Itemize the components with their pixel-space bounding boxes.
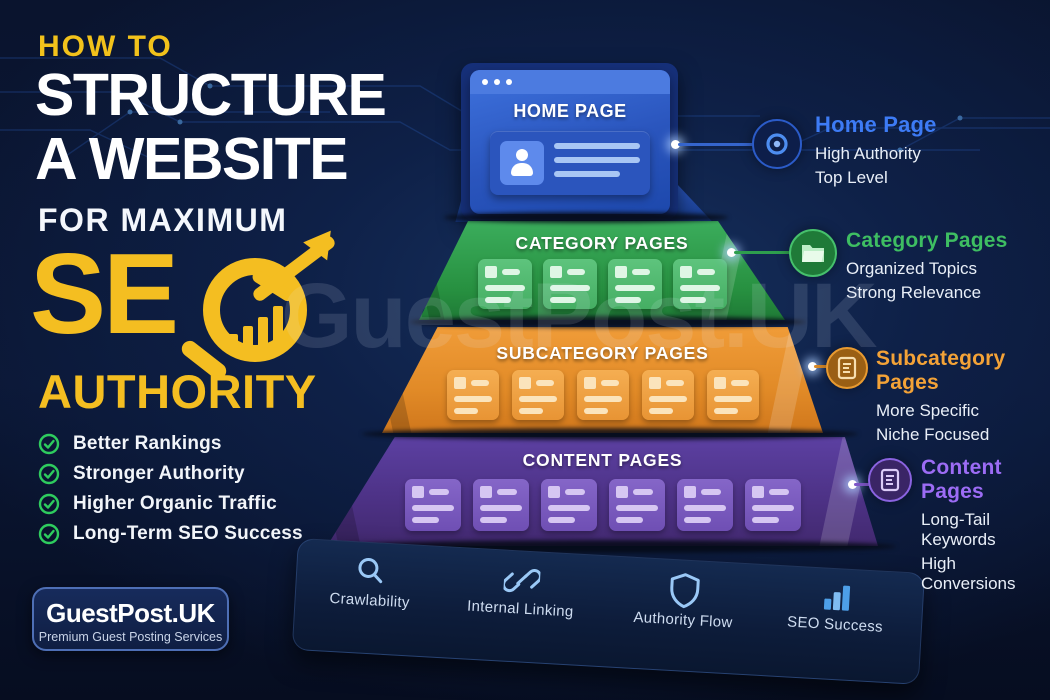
benefits-list: Better Rankings Stronger Authority Highe… <box>38 433 303 544</box>
content-cards <box>327 479 878 531</box>
main-title-line1: STRUCTURE <box>35 62 387 128</box>
connector-line <box>678 143 753 146</box>
browser-topbar <box>470 70 670 94</box>
tier-subcategory-label: SUBCATEGORY PAGES <box>496 343 709 363</box>
kicker-text: HOW TO <box>38 30 173 63</box>
benefit-label: Stronger Authority <box>73 462 245 484</box>
tier-subcategory-pages: SUBCATEGORY PAGES <box>382 327 823 433</box>
connector-dot <box>848 480 857 489</box>
connector-line <box>854 483 872 486</box>
tier-home-label: HOME PAGE <box>513 101 627 121</box>
benefit-item: Long-Term SEO Success <box>38 523 303 544</box>
document-icon <box>826 347 868 389</box>
foundation-item-internal-linking: Internal Linking <box>445 559 598 621</box>
annotation-line: High Conversions <box>921 554 1016 593</box>
page-card <box>706 370 759 420</box>
benefit-label: Better Rankings <box>73 432 222 454</box>
page-card <box>477 259 532 309</box>
foundation-label: Crawlability <box>329 589 411 612</box>
annotation-title: Home Page <box>815 112 937 137</box>
connector-dot <box>808 362 817 371</box>
benefit-item: Better Rankings <box>38 433 303 454</box>
foundation-item-crawlability: Crawlability <box>305 552 436 613</box>
link-icon <box>503 569 541 593</box>
annotation-line: More Specific <box>876 401 979 420</box>
annotation-line: Organized Topics <box>846 259 978 278</box>
growth-bars-icon <box>228 300 290 348</box>
foundation-item-authority-flow: Authority Flow <box>603 568 766 633</box>
check-circle-icon <box>38 433 60 454</box>
tier-content-pages: CONTENT PAGES <box>327 437 878 546</box>
connector-line <box>814 365 830 368</box>
foundation-bar: Crawlability Internal Linking Authority … <box>291 538 926 685</box>
benefit-label: Higher Organic Traffic <box>73 492 277 514</box>
subcategory-cards <box>382 370 823 420</box>
text-lines-placeholder <box>554 143 640 177</box>
annotation-content-pages: Content Pages Long-Tail Keywords High Co… <box>921 456 1050 594</box>
check-circle-icon <box>38 463 60 484</box>
brand-name: GuestPost.UK <box>46 598 215 628</box>
tier-gap-shadow <box>362 428 858 440</box>
connector-dot <box>727 248 736 257</box>
brand-tagline: Premium Guest Posting Services <box>38 630 223 644</box>
annotation-home-page: Home Page High Authority Top Level <box>815 112 937 188</box>
annotation-title: Subcategory Pages <box>876 347 1006 394</box>
foundation-label: Authority Flow <box>632 608 734 632</box>
benefit-item: Stronger Authority <box>38 463 303 484</box>
page-card <box>511 370 564 420</box>
connector-line <box>734 251 790 254</box>
page-card <box>472 479 529 531</box>
annotation-line: Top Level <box>815 168 888 187</box>
tier-gap-shadow <box>410 316 806 328</box>
foundation-item-seo-success: SEO Success <box>765 577 908 637</box>
window-controls-icon <box>482 79 512 85</box>
page-card <box>542 259 597 309</box>
page-card <box>744 479 801 531</box>
page-card <box>446 370 499 420</box>
connector-dot <box>671 140 680 149</box>
page-card <box>672 259 727 309</box>
page-card <box>607 259 662 309</box>
annotation-line: Long-Tail Keywords <box>921 510 996 549</box>
foundation-label: SEO Success <box>786 613 884 636</box>
check-circle-icon <box>38 493 60 514</box>
tier-category-label: CATEGORY PAGES <box>515 233 689 253</box>
search-icon <box>358 557 383 584</box>
page-card <box>576 370 629 420</box>
main-title-line2: A WEBSITE <box>35 126 349 192</box>
foundation-label: Internal Linking <box>466 597 575 621</box>
page-card <box>676 479 733 531</box>
tier-content-label: CONTENT PAGES <box>522 450 683 470</box>
benefit-item: Higher Organic Traffic <box>38 493 303 514</box>
authority-word: AUTHORITY <box>38 365 317 418</box>
subtitle: FOR MAXIMUM <box>38 202 288 238</box>
annotation-line: Strong Relevance <box>846 283 982 302</box>
annotation-title: Category Pages <box>846 229 1008 252</box>
page-card <box>540 479 597 531</box>
bar-chart-icon <box>823 585 851 611</box>
page-card <box>404 479 461 531</box>
user-avatar-icon <box>500 141 544 185</box>
page-card <box>608 479 665 531</box>
annotation-line: Niche Focused <box>876 425 990 444</box>
annotation-subcategory-pages: Subcategory Pages More Specific Niche Fo… <box>876 347 1050 445</box>
folder-icon <box>789 229 837 277</box>
home-page-browser-window: HOME PAGE <box>470 70 670 214</box>
check-circle-icon <box>38 523 60 544</box>
benefit-label: Long-Term SEO Success <box>73 522 303 544</box>
document-icon <box>868 458 912 502</box>
brand-badge: GuestPost.UK Premium Guest Posting Servi… <box>32 587 229 651</box>
page-card <box>641 370 694 420</box>
shield-icon <box>670 573 700 609</box>
tier-gap-shadow <box>444 212 728 223</box>
category-cards <box>419 259 785 309</box>
tier-category-pages: CATEGORY PAGES <box>419 221 785 320</box>
annotation-line: High Authority <box>815 144 921 163</box>
annotation-category-pages: Category Pages Organized Topics Strong R… <box>846 229 1008 303</box>
target-icon <box>752 119 802 169</box>
seo-word: SE <box>30 231 179 358</box>
annotation-title: Content Pages <box>921 456 1002 503</box>
home-page-card <box>490 131 650 195</box>
